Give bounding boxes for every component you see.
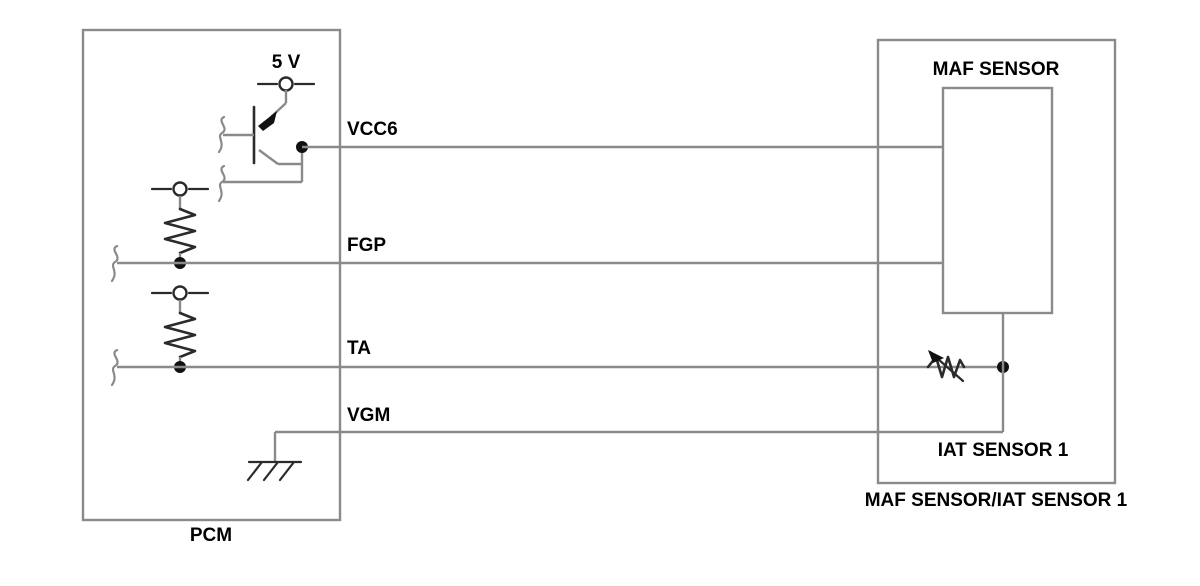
- wire-break-ta: [110, 348, 119, 387]
- maf-iat-enclosure: [876, 38, 1117, 485]
- label-maf-sensor: MAF SENSOR: [933, 59, 1060, 80]
- label-pin-vgm: VGM: [347, 405, 390, 426]
- supply-terminal-5v: [256, 76, 316, 92]
- maf-sensor-block: [941, 86, 1054, 315]
- pullup-resistor-ta: [150, 285, 210, 367]
- pullup-resistor-fgp: [150, 181, 210, 263]
- label-supply-5v: 5 V: [272, 52, 301, 73]
- label-pin-ta: TA: [347, 338, 371, 359]
- label-pin-fgp: FGP: [347, 235, 386, 256]
- pnp-transistor: [217, 90, 304, 203]
- pcm-enclosure: [81, 28, 342, 522]
- chassis-ground-icon: [246, 460, 303, 482]
- label-pcm: PCM: [190, 525, 232, 546]
- thermistor-iat-sensor-1: [926, 350, 966, 383]
- label-maf-iat-caption: MAF SENSOR/IAT SENSOR 1: [865, 490, 1128, 511]
- wire-break-fgp: [110, 244, 119, 283]
- label-pin-vcc6: VCC6: [347, 119, 398, 140]
- label-iat-sensor-1: IAT SENSOR 1: [938, 440, 1069, 461]
